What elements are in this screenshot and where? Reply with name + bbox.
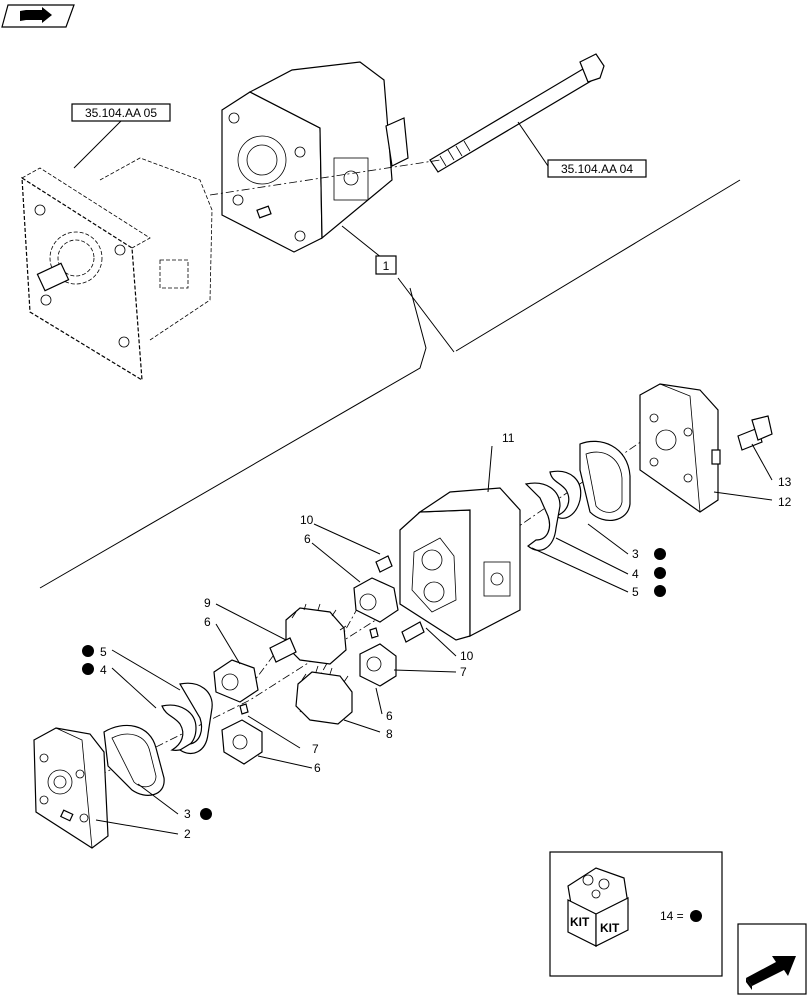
kit-legend: KIT KIT 14 = [549, 851, 723, 977]
part-10-pin-lower [401, 621, 425, 643]
callout-10-lower[interactable]: 10 [460, 649, 474, 663]
callout-5-left[interactable]: 5 [100, 645, 107, 659]
part-7-pin-a [239, 703, 249, 715]
callout-12[interactable]: 12 [778, 495, 792, 509]
callout-3-upper[interactable]: 3 [632, 547, 639, 561]
kit-dot-5-upper [654, 585, 666, 597]
kit-dot [690, 910, 702, 922]
top-axis-line [209, 159, 441, 196]
part-9-drive-gear [269, 603, 347, 665]
section-divider-line [39, 179, 741, 589]
callout-8[interactable]: 8 [386, 727, 393, 741]
part-12-rear-cover [639, 383, 721, 513]
callout-leaders [95, 443, 773, 835]
part-13-bolt [737, 415, 773, 451]
callout-11[interactable]: 11 [502, 431, 515, 445]
ref-label-left: 35.104.AA 05 [85, 106, 157, 120]
ref-box-left[interactable] [71, 103, 171, 122]
callout-4-left[interactable]: 4 [100, 663, 107, 677]
part-11-pump-housing [399, 487, 521, 641]
kit-dot-3-upper [654, 548, 666, 560]
through-bolt-drawing [429, 53, 605, 173]
callout-6-upper[interactable]: 6 [304, 532, 311, 546]
kit-dot-5-left [82, 645, 94, 657]
part-6-bushing-mid [359, 643, 397, 687]
book-arrow-icon[interactable] [1, 4, 75, 28]
part-7-pin-b [369, 627, 379, 639]
callout-7-lower[interactable]: 7 [312, 742, 319, 756]
part-10-pin-upper [375, 555, 393, 573]
callout-3-lower[interactable]: 3 [184, 807, 191, 821]
callout-10-upper[interactable]: 10 [300, 513, 314, 527]
callout-7-right[interactable]: 7 [460, 665, 467, 679]
ref-label-right: 35.104.AA 04 [561, 162, 633, 176]
ref-box-right[interactable] [547, 159, 647, 178]
next-page-arrow-icon[interactable] [737, 923, 807, 995]
callout-13[interactable]: 13 [778, 475, 792, 489]
seals-lower [103, 682, 213, 796]
callout-6-left[interactable]: 6 [204, 615, 211, 629]
callout-5-upper[interactable]: 5 [632, 585, 639, 599]
callout-9[interactable]: 9 [204, 596, 211, 610]
callout-2[interactable]: 2 [184, 827, 191, 841]
part-6-bushing-lower [221, 719, 263, 765]
part-2-front-cover [33, 727, 109, 849]
kit-item-text: 14 = [660, 909, 684, 923]
kit-box-icon [567, 867, 629, 947]
kit-dot-4-left [82, 663, 94, 675]
kit-word-left: KIT [570, 915, 590, 929]
gear-pump-assembly-drawing [221, 61, 409, 253]
assembly-label: 1 [383, 259, 390, 273]
part-6-bushing-upper [353, 577, 399, 623]
assembly-box[interactable] [375, 255, 397, 275]
part-8-driven-gear [295, 665, 353, 725]
kit-dot-4-upper [654, 567, 666, 579]
kit-word-right: KIT [600, 921, 620, 935]
part-6-bushing-left [213, 659, 259, 703]
kit-dot-3-lower [200, 808, 212, 820]
callout-6-mid[interactable]: 6 [386, 709, 393, 723]
seals-upper [524, 440, 631, 551]
mounting-flange-drawing [21, 157, 213, 382]
callout-6-lower[interactable]: 6 [314, 761, 321, 775]
callout-4-upper[interactable]: 4 [632, 567, 639, 581]
